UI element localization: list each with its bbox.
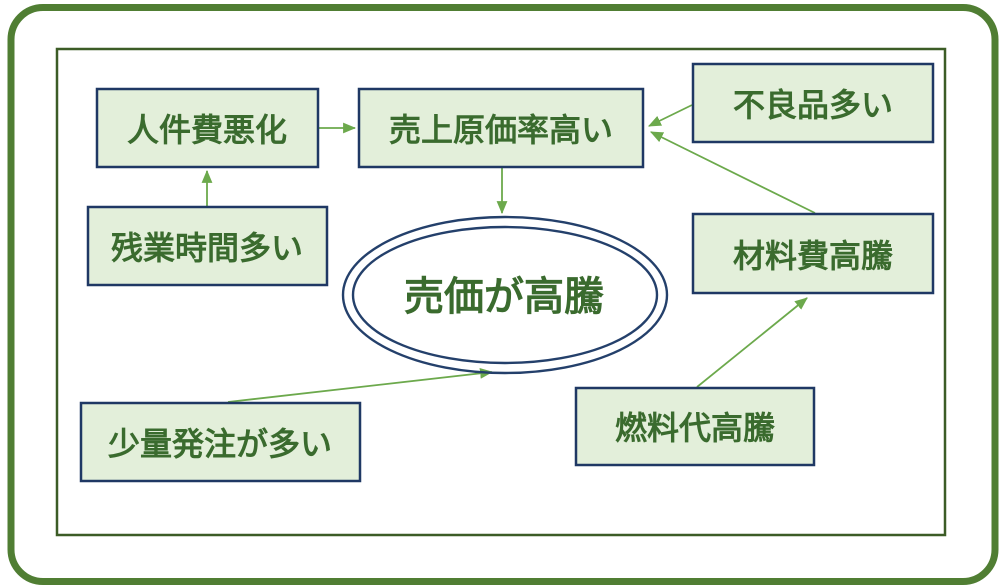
edge-material-cost-to-cogs-ratio (650, 131, 816, 214)
node-defects-box (691, 62, 935, 144)
node-cogs-ratio: 売上原価率高い (357, 87, 645, 169)
node-overtime-box (86, 205, 329, 287)
node-small-orders-box (79, 401, 362, 483)
node-material-cost-label: 材料費高騰 (733, 237, 893, 275)
node-center-price-surge: 売価が高騰 (341, 215, 669, 375)
node-defects: 不良品多い (691, 62, 935, 144)
node-material-cost-box (691, 212, 935, 295)
inner-frame (55, 47, 947, 537)
edge-small-orders-to-center (227, 367, 494, 403)
node-overtime: 残業時間多い (86, 205, 329, 287)
node-cogs-ratio-label: 売上原価率高い (389, 111, 613, 149)
node-fuel-cost-label: 燃料代高騰 (615, 409, 775, 447)
node-fuel-cost-box (574, 386, 816, 467)
node-personnel-cost-label: 人件費悪化 (127, 111, 287, 149)
node-defects-label: 不良品多い (733, 86, 893, 124)
node-overtime-label: 残業時間多い (111, 229, 303, 267)
center-ellipse-inner (351, 225, 659, 365)
node-material-cost: 材料費高騰 (691, 212, 935, 295)
edge-defects-to-cogs-ratio (648, 104, 693, 127)
node-personnel-cost-box (95, 87, 320, 169)
node-small-orders: 少量発注が多い (79, 401, 362, 483)
center-ellipse-outer (341, 215, 669, 375)
node-fuel-cost: 燃料代高騰 (574, 386, 816, 467)
node-center-price-surge-label: 売価が高騰 (404, 274, 604, 320)
node-small-orders-label: 少量発注が多い (108, 425, 332, 463)
node-personnel-cost: 人件費悪化 (95, 87, 320, 169)
edge-fuel-cost-to-material-cost (696, 297, 808, 388)
outer-rounded-border (7, 4, 999, 585)
node-cogs-ratio-box (357, 87, 645, 169)
